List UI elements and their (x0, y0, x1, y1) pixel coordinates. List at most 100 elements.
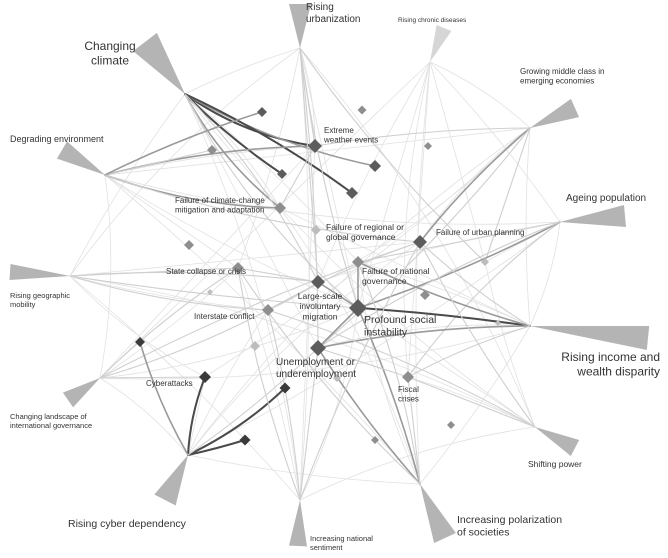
driver-label-line: Rising income and (561, 350, 660, 364)
risk-marker-failure-regional-global-governance (413, 235, 427, 249)
connection-line (187, 376, 206, 456)
driver-marker-changing-climate (133, 32, 185, 94)
link-diamond-marker (250, 341, 260, 351)
driver-marker-degrading-environment (56, 141, 105, 175)
connection-line (317, 347, 421, 485)
driver-marker-growing-middle-class (530, 98, 580, 128)
connection-line (99, 241, 421, 379)
connection-line (237, 267, 421, 485)
driver-label-line: Increasing national (310, 534, 373, 543)
risk-label-line: Failure of urban planning (436, 228, 525, 237)
link-diamond-marker (495, 320, 501, 326)
driver-label-line: Ageing population (566, 193, 646, 204)
background-connection-line (317, 324, 531, 349)
driver-label-line: Changing landscape of (10, 412, 88, 421)
background-connection-line (419, 325, 531, 485)
connection-line (184, 93, 316, 147)
background-connection-line (187, 221, 561, 456)
driver-label-line: of societies (457, 527, 510, 539)
background-connection-line (403, 61, 431, 378)
risk-label-line: Fiscal (398, 385, 419, 394)
background-connection-line (99, 61, 431, 379)
link-diamond-marker (239, 434, 251, 446)
risk-marker-cyberattacks (199, 371, 211, 383)
risk-label-line: Cyberattacks (146, 379, 193, 388)
background-connection-line (104, 174, 359, 309)
risk-marker-profound-social-instability (349, 299, 367, 317)
risk-marker-state-collapse (232, 262, 244, 274)
link-diamond-marker (279, 382, 291, 394)
driver-label-line: Rising chronic diseases (398, 17, 467, 24)
connection-line (419, 241, 531, 327)
connection-line (69, 275, 359, 309)
background-connection-line (99, 377, 189, 456)
risk-marker-failure-climate-change-mitigation (274, 202, 286, 214)
driver-marker-shifting-power (535, 427, 580, 456)
connection-line (317, 347, 409, 378)
driver-label-shifting-power: Shifting power (528, 459, 582, 469)
connection-line (237, 267, 319, 283)
background-connection-line (184, 93, 536, 428)
driver-label-line: Rising (306, 2, 334, 13)
driver-label-line: Changing (84, 39, 135, 53)
driver-marker-rising-chronic-diseases (430, 24, 452, 62)
driver-marker-ageing-population (560, 205, 627, 227)
driver-label-ageing-population: Ageing population (566, 193, 646, 204)
connection-line (184, 93, 359, 309)
connection-line (69, 275, 269, 311)
connection-line (237, 267, 301, 501)
risk-label-failure-urban-planning: Failure of urban planning (436, 228, 525, 237)
risk-label-line: involuntary (299, 301, 341, 311)
connection-line (299, 241, 421, 501)
risk-label-line: instability (364, 327, 408, 339)
risk-marker-failure-urban-planning (481, 258, 489, 266)
background-connection-line (299, 307, 359, 501)
connection-line (317, 221, 561, 349)
background-connection-line (69, 275, 269, 311)
background-connection-line (429, 61, 561, 223)
driver-label-line: Growing middle class in (520, 67, 604, 76)
background-connection-line (69, 275, 206, 378)
driver-label-rising-chronic-diseases: Rising chronic diseases (398, 17, 467, 24)
background-connection-line (104, 174, 421, 485)
risk-marker-unemployment (310, 340, 326, 356)
risk-marker-failure-national-governance (352, 256, 364, 268)
risk-label-line: Failure of regional or (326, 222, 404, 232)
risk-label-line: crises (398, 395, 419, 404)
driver-label-degrading-environment: Degrading environment (10, 134, 104, 144)
background-connection-line (99, 145, 316, 379)
link-diamond-marker (311, 225, 321, 235)
background-connection-line (99, 307, 359, 379)
background-connection-line (357, 261, 531, 327)
link-diamond-marker (184, 240, 194, 250)
driver-label-line: climate (91, 53, 129, 67)
connection-line (299, 47, 319, 349)
driver-label-line: Increasing polarization (457, 514, 562, 526)
background-connection-line (357, 261, 421, 485)
driver-label-line: mobility (10, 300, 36, 309)
background-connection-line (529, 221, 561, 327)
risk-label-line: migration (303, 311, 338, 321)
connection-line (184, 93, 353, 194)
driver-marker-increasing-national-sentiment (289, 500, 307, 547)
connection-line (314, 127, 531, 147)
link-diamond-marker (135, 337, 145, 347)
connection-line (407, 376, 536, 428)
connection-line (104, 111, 263, 176)
driver-label-rising-cyber-dependency: Rising cyber dependency (68, 518, 187, 530)
background-connection-line (407, 376, 536, 428)
connection-line (419, 241, 536, 428)
